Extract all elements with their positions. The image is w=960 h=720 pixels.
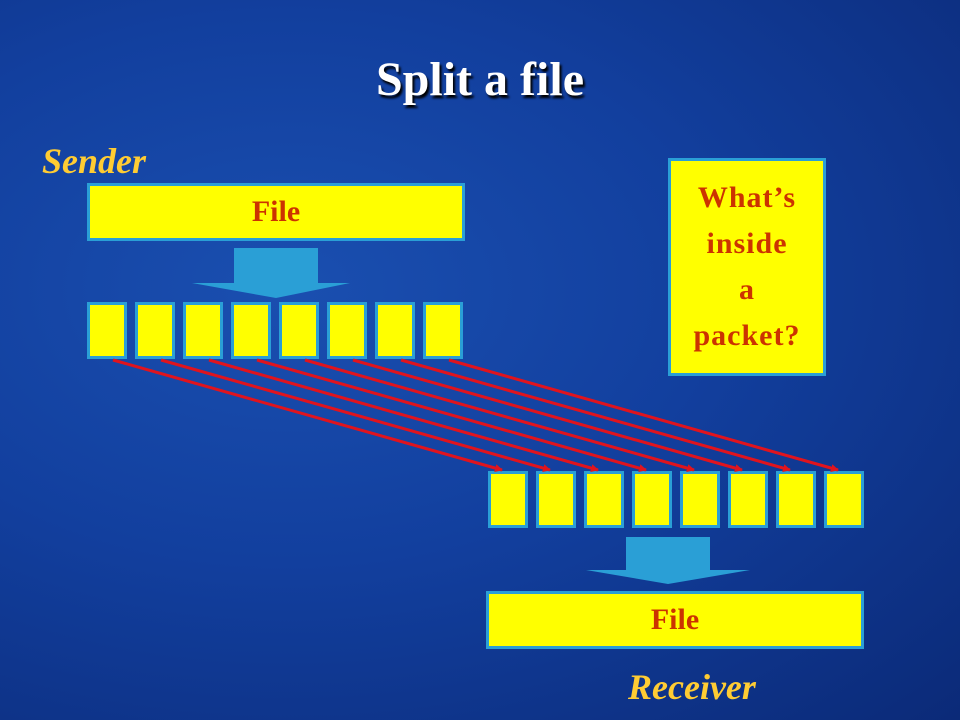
receiver-packet [824, 471, 864, 528]
packet-transfer-arrow [256, 358, 647, 472]
packet-transfer-arrow [160, 358, 551, 472]
packet-transfer-arrow [304, 358, 695, 472]
receiver-packet [776, 471, 816, 528]
receiver-file-label: File [650, 603, 700, 636]
sender-packet [87, 302, 127, 359]
packet-transfer-arrow [448, 358, 839, 472]
receiver-packet [536, 471, 576, 528]
receiver-packet [584, 471, 624, 528]
sender-packet [183, 302, 223, 359]
packet-arrows [112, 358, 839, 472]
question-box: What’s inside a packet? [668, 158, 826, 376]
sender-file-box: File [87, 183, 465, 241]
sender-packet [231, 302, 271, 359]
sender-file-label: File [251, 195, 301, 228]
receiver-packet [632, 471, 672, 528]
receiver-packet [488, 471, 528, 528]
slide-title: Split a file [375, 53, 584, 106]
assemble-down-arrow [586, 537, 750, 584]
sender-packet [375, 302, 415, 359]
sender-label: Sender [42, 141, 147, 181]
packet-transfer-arrow [208, 358, 599, 472]
receiver-file-box: File [486, 591, 864, 649]
question-text: What’s inside a packet? [693, 181, 801, 352]
packet-transfer-arrow [112, 358, 503, 472]
packet-transfer-arrow [400, 358, 791, 472]
sender-packet [423, 302, 463, 359]
split-down-arrow [192, 248, 350, 298]
packet-transfer-arrow [352, 358, 743, 472]
sender-packet [327, 302, 367, 359]
sender-packet [279, 302, 319, 359]
receiver-packet [728, 471, 768, 528]
sender-packet [135, 302, 175, 359]
receiver-packet [680, 471, 720, 528]
receiver-label: Receiver [628, 667, 756, 707]
